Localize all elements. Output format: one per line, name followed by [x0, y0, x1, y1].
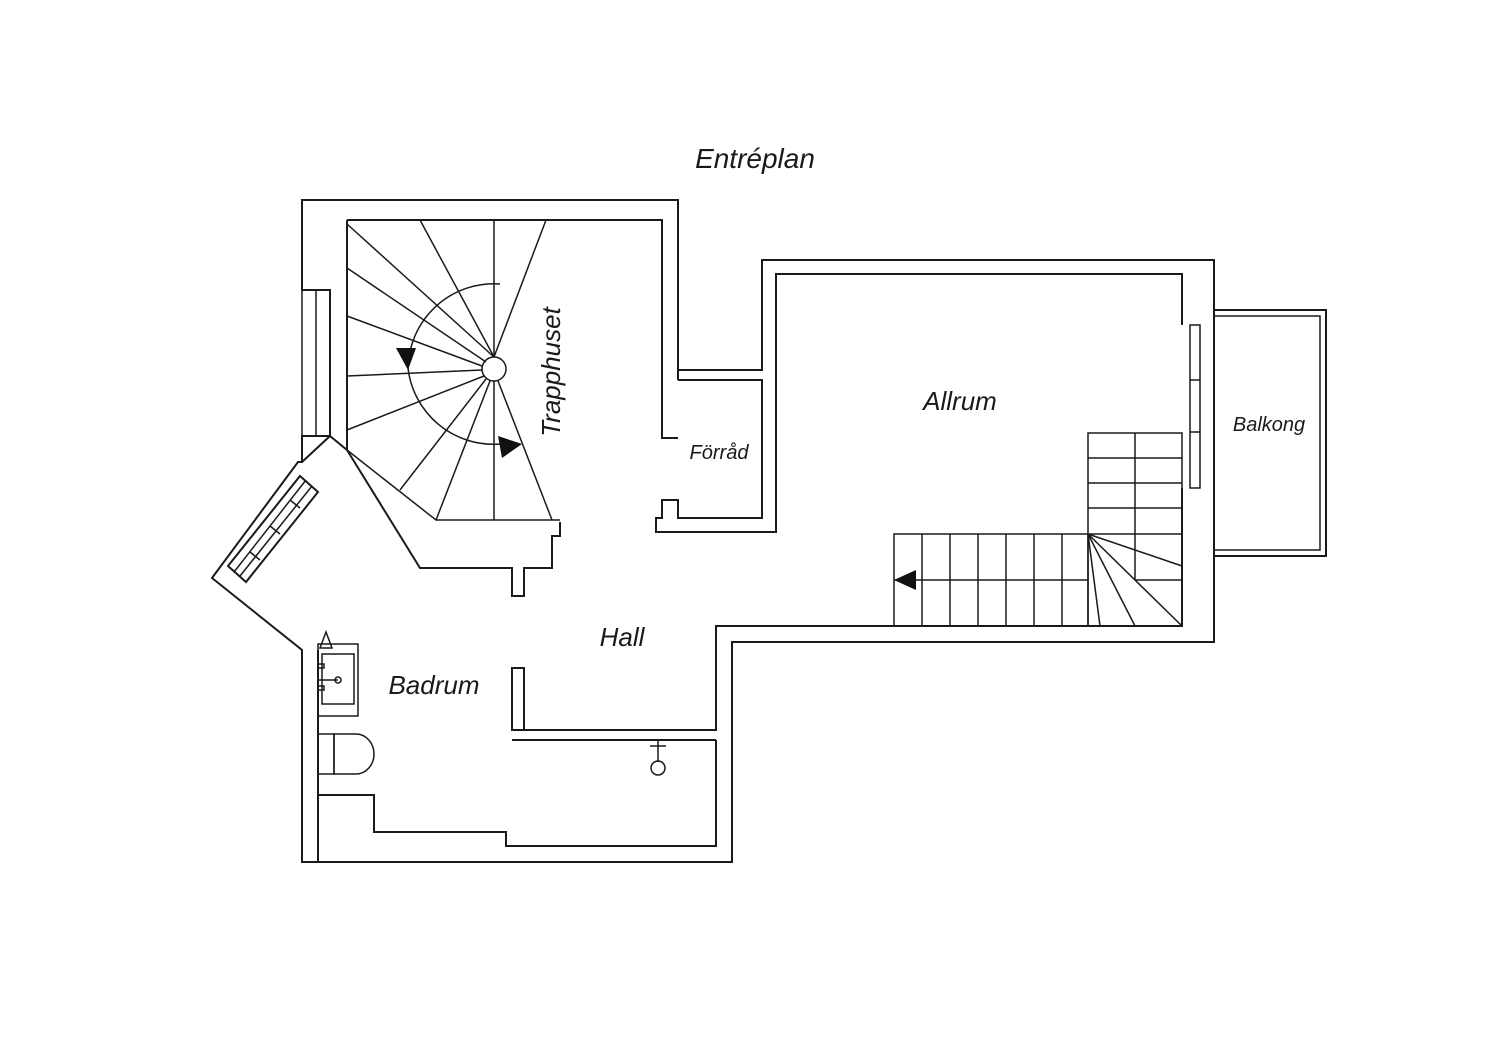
sink-icon [317, 629, 359, 717]
room-label-trapphuset: Trapphuset [536, 305, 566, 436]
spiral-staircase [346, 219, 560, 521]
walls [210, 199, 1215, 863]
balcony [1213, 309, 1327, 557]
room-label-badrum: Badrum [388, 670, 479, 700]
room-label-balkong: Balkong [1233, 414, 1305, 436]
stair-direction-arrow-up-icon [396, 348, 416, 370]
stair-direction-arrow-left-icon [894, 570, 916, 590]
window-left [301, 290, 331, 436]
straight-staircase [893, 432, 1183, 627]
room-label-allrum: Allrum [921, 386, 997, 416]
room-label-hall: Hall [600, 622, 646, 652]
window-diagonal [233, 479, 313, 577]
window-right [1189, 324, 1201, 489]
room-label-forrad: Förråd [690, 442, 750, 464]
plan-title: Entréplan [695, 143, 815, 174]
stair-direction-arrow-down-icon [498, 436, 522, 458]
shower-icon [650, 740, 666, 776]
toilet-icon [317, 733, 375, 775]
